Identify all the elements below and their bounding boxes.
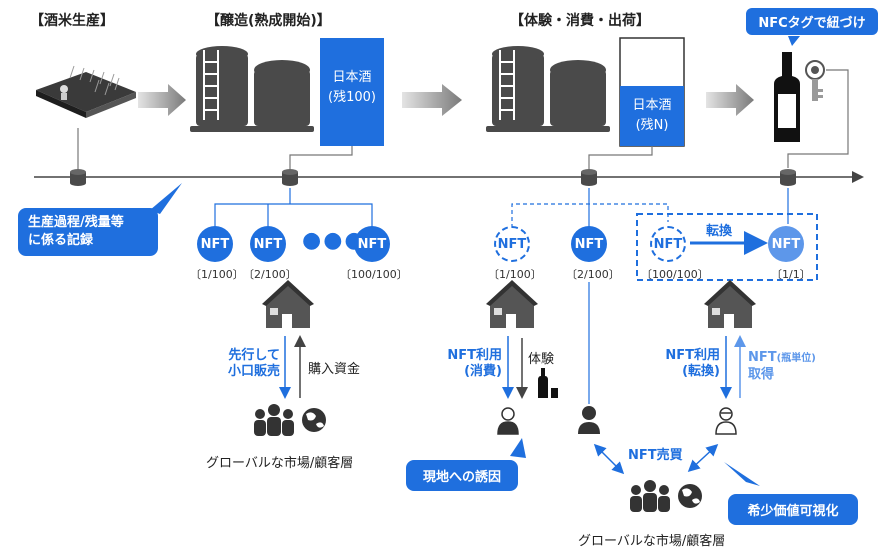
sake-tank-2-label: 日本酒	[632, 98, 672, 113]
nft-count-2: 〔2/100〕	[243, 268, 297, 281]
nft-token-100: NFT	[354, 226, 390, 262]
brewery-tanks-icon-2	[486, 46, 610, 132]
visit-callout: 現地への誘因	[406, 460, 518, 491]
house-icon-3	[704, 280, 756, 328]
sake-tank-1-remaining: (残100)	[328, 90, 376, 105]
exchange-group-box	[636, 213, 818, 281]
sake-tank-1: 日本酒 (残100)	[320, 38, 384, 146]
nft-token-used-100: NFT	[650, 226, 686, 262]
funds-label: 購入資金	[308, 362, 361, 377]
header-brewing: 【醸造(熟成開始)】	[206, 13, 331, 29]
ledger-node-icon-1	[70, 169, 86, 186]
nft-count-used-1: 〔1/100〕	[488, 268, 542, 281]
experience-label: 体験	[528, 352, 555, 367]
nft-count-1: 〔1/100〕	[190, 268, 244, 281]
globe-icon-2	[678, 484, 702, 508]
use-consume-label: NFT利用 (消費)	[447, 348, 502, 379]
process-arrow-3	[706, 84, 754, 116]
nft-token-2: NFT	[250, 226, 286, 262]
small-sake-bottle-icon	[538, 368, 558, 398]
visitor-person-icon	[497, 407, 519, 435]
sake-tank-2: 日本酒 (残N)	[620, 86, 684, 146]
sake-tank-2-remaining: (残N)	[635, 118, 669, 133]
house-icon-1	[262, 280, 314, 328]
holder-person-icon	[578, 406, 600, 434]
acquire-label-sub: (瓶単位)	[776, 353, 816, 364]
acquire-label-main: NFT	[748, 350, 777, 365]
header-experience: 【体験・消費・出荷】	[510, 13, 650, 29]
nft-token-used-1: NFT	[494, 226, 530, 262]
buyer-person-icon	[715, 407, 737, 435]
acquire-label-line2: 取得	[748, 367, 775, 382]
process-arrow-1	[138, 84, 186, 116]
process-arrow-2	[402, 84, 462, 116]
presale-label: 先行して 小口販売	[227, 348, 280, 379]
ledger-node-icon-2	[282, 169, 298, 186]
nft-count-used-100: 〔100/100〕	[641, 268, 709, 281]
acquire-label: NFT(瓶単位) 取得	[748, 350, 816, 383]
ledger-node-icon-4	[780, 169, 796, 186]
nft-count-bottle: 〔1/1〕	[771, 268, 811, 281]
exchange-label: 転換	[706, 224, 733, 239]
nft-token-bottle: NFT	[768, 226, 804, 262]
house-icon-2	[486, 280, 538, 328]
visibility-callout: 希少価値可視化	[728, 494, 858, 525]
customer-group-icon-2	[630, 480, 670, 512]
brewery-tanks-icon-1	[190, 46, 314, 132]
market-label-2: グローバルな市場/顧客層	[578, 534, 726, 549]
nft-count-100: 〔100/100〕	[340, 268, 408, 281]
nfc-tag-icon	[805, 60, 825, 101]
nft-token-held-2: NFT	[571, 226, 607, 262]
customer-group-icon-1	[254, 404, 294, 436]
use-convert-label: NFT利用 (転換)	[665, 348, 720, 379]
nft-count-held-2: 〔2/100〕	[566, 268, 620, 281]
nfc-callout: NFCタグで紐づけ	[746, 8, 878, 35]
rice-field-icon	[36, 65, 136, 118]
nft-trade-label: NFT売買	[628, 448, 683, 463]
sake-bottle-icon	[774, 52, 800, 142]
record-callout: 生産過程/残量等 に係る記録	[18, 208, 158, 256]
market-label-1: グローバルな市場/顧客層	[206, 456, 354, 471]
globe-icon-1	[302, 408, 326, 432]
ledger-node-icon-3	[581, 169, 597, 186]
nft-token-1: NFT	[197, 226, 233, 262]
header-rice-production: 【酒米生産】	[30, 13, 114, 29]
ellipsis-dots: ●●●	[302, 228, 366, 253]
sake-tank-1-label: 日本酒	[332, 70, 372, 85]
